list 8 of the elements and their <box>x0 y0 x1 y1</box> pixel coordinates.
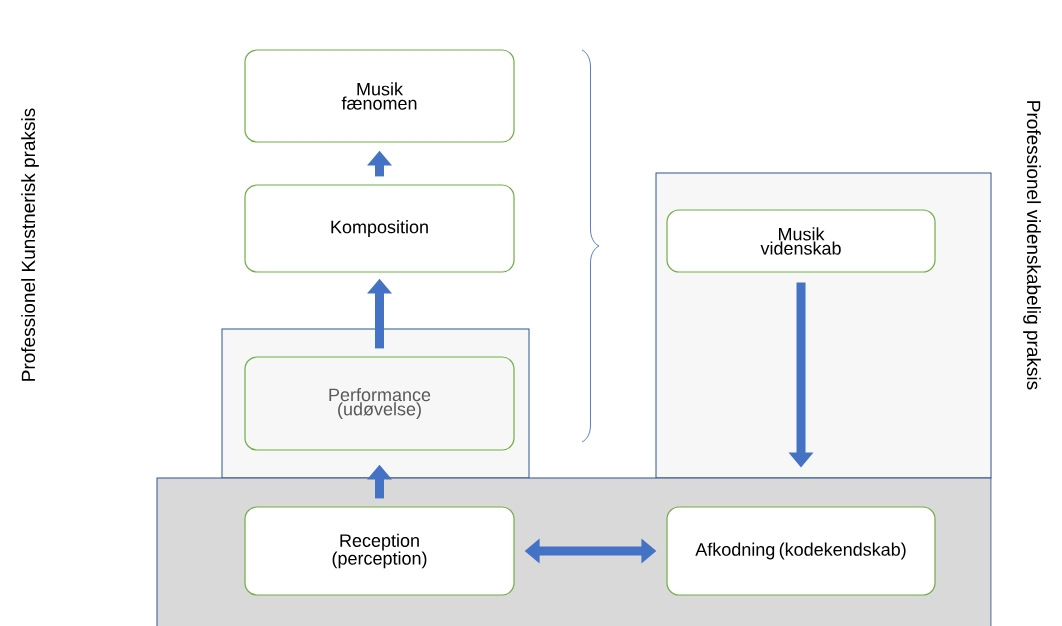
side-label: Professionel videnskabelig praksis <box>1023 101 1041 390</box>
process-box: Musik fænomen <box>244 49 515 143</box>
process-box: Komposition <box>244 184 515 273</box>
process-box: Reception (perception) <box>244 506 515 596</box>
process-box: Musik videnskab <box>666 209 936 273</box>
process-box: Performance (udøvelse) <box>244 356 515 451</box>
process-box: Afkodning (kodekendskab) <box>666 506 936 596</box>
side-label: Professionel Kunstnerisk praksis <box>21 108 39 381</box>
